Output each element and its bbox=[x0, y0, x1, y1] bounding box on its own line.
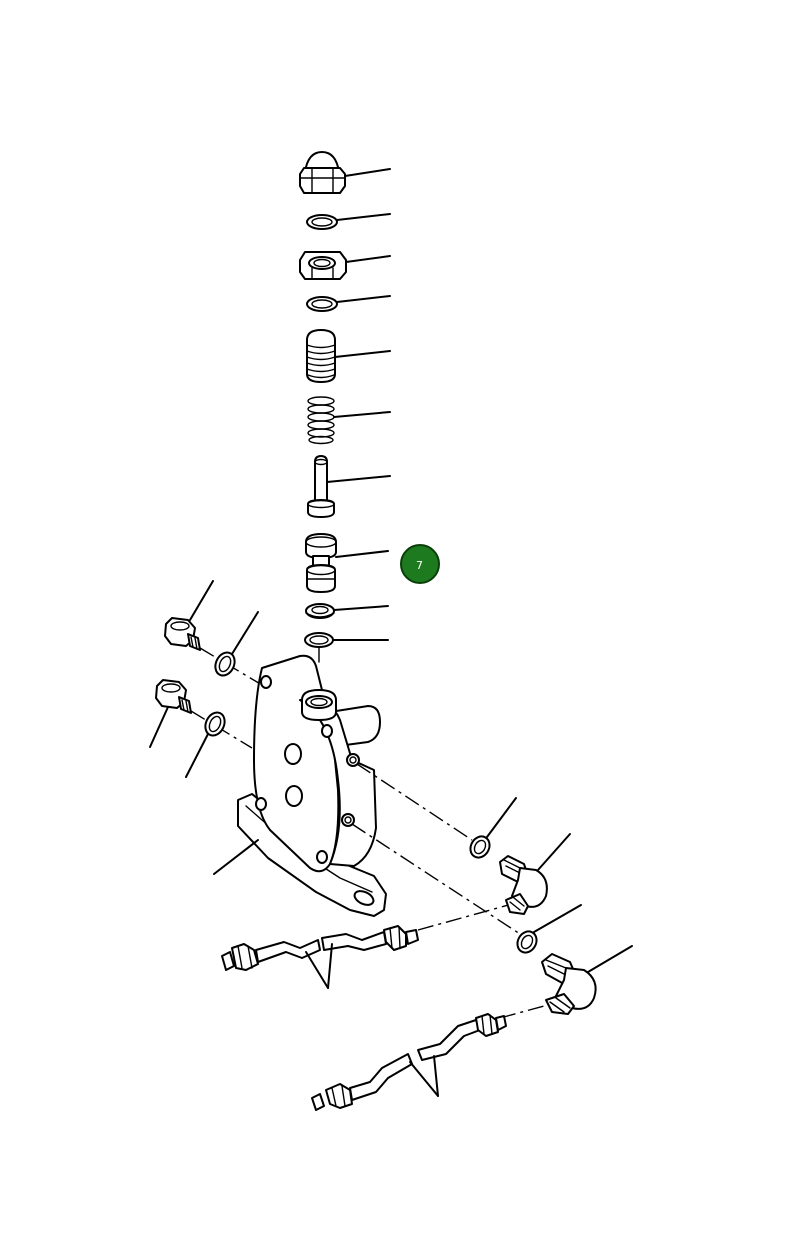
lock-nut[interactable] bbox=[299, 251, 347, 280]
leader-line-washer-lower bbox=[336, 295, 391, 303]
adjusting-screw[interactable] bbox=[306, 329, 336, 383]
leader-line-seat bbox=[333, 605, 389, 611]
leader-line-plunger bbox=[326, 475, 391, 483]
leader-line-tube-upper-b bbox=[327, 943, 333, 989]
leader-line-tube-lower-b bbox=[433, 1055, 439, 1097]
leader-line-elbow-lower bbox=[587, 945, 633, 973]
hex-bolt-lower[interactable] bbox=[155, 679, 192, 714]
o-ring-fitting-upper[interactable] bbox=[467, 833, 494, 861]
leader-line-spring bbox=[333, 411, 391, 418]
valve-plunger-pin[interactable] bbox=[307, 455, 335, 518]
leader-line-housing bbox=[213, 839, 259, 875]
washer-bolt-upper[interactable] bbox=[212, 649, 238, 678]
sealing-washer-lower[interactable] bbox=[306, 296, 338, 312]
leader-line-cap-nut bbox=[344, 168, 391, 177]
leader-line-o-ring-fitting-lower bbox=[533, 904, 582, 933]
leader-line-washer-bolt-lower bbox=[185, 733, 209, 778]
callout-badge[interactable]: 7 bbox=[400, 544, 440, 584]
assembly-axis-port-lower bbox=[351, 823, 521, 935]
leader-line-elbow-upper bbox=[537, 833, 571, 871]
elbow-fitting-lower[interactable] bbox=[541, 953, 597, 1015]
leader-line-piston bbox=[335, 550, 389, 558]
callout-number: 7 bbox=[416, 559, 423, 572]
leader-line-washer-bolt-upper bbox=[231, 611, 259, 655]
leader-line-bolt-lower bbox=[149, 706, 169, 748]
assembly-axis-tube-upper bbox=[417, 903, 513, 931]
leader-line-adjusting-screw bbox=[334, 350, 391, 358]
hex-bolt-upper[interactable] bbox=[164, 617, 201, 651]
leader-line-washer-upper bbox=[336, 213, 391, 221]
leader-line-tube-upper-a bbox=[305, 951, 329, 989]
o-ring-top[interactable] bbox=[304, 632, 334, 648]
tube-assembly-lower[interactable] bbox=[311, 1013, 507, 1111]
elbow-fitting-upper[interactable] bbox=[499, 855, 548, 915]
tube-assembly-upper[interactable] bbox=[221, 925, 419, 971]
sealing-washer-upper[interactable] bbox=[306, 214, 338, 230]
assembly-axis-tube-lower bbox=[499, 1002, 556, 1019]
valve-seat-washer[interactable] bbox=[305, 603, 335, 619]
valve-housing-body[interactable] bbox=[237, 654, 387, 917]
acorn-cap-nut[interactable] bbox=[299, 151, 346, 194]
leader-line-lock-nut bbox=[345, 255, 391, 263]
leader-line-bolt-upper bbox=[189, 580, 214, 621]
washer-bolt-lower[interactable] bbox=[202, 709, 228, 738]
assembly-axis-port-upper bbox=[356, 763, 473, 841]
leader-line-tube-lower-a bbox=[409, 1061, 439, 1097]
valve-piston[interactable] bbox=[305, 533, 337, 593]
o-ring-fitting-lower[interactable] bbox=[514, 928, 541, 956]
leader-line-o-ring-fitting-upper bbox=[486, 797, 517, 838]
valve-spring[interactable] bbox=[307, 396, 335, 445]
